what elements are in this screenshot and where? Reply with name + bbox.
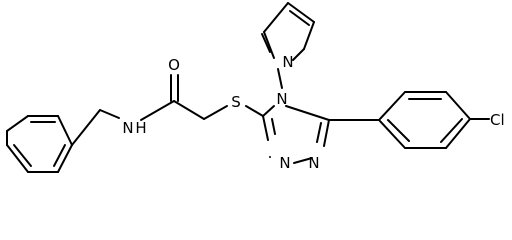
triazole-ring xyxy=(245,105,330,164)
benzylic-bond xyxy=(71,109,101,146)
phenyl-inner-bond xyxy=(440,118,463,143)
triazole-bond xyxy=(293,157,313,164)
methylene-bond xyxy=(173,100,205,120)
thioether-sulfur-label: S xyxy=(231,93,241,111)
benzene-inner-bond xyxy=(53,144,66,167)
chemical-structure: N H O S N N N N xyxy=(6,2,505,173)
methylene-sulfur-bond xyxy=(203,105,228,120)
phenyl-bond xyxy=(445,91,471,120)
phenyl-bond xyxy=(378,91,406,121)
pyrrole-bond xyxy=(287,2,315,23)
phenyl-inner-bond xyxy=(387,119,410,142)
pyrrole-group xyxy=(261,2,315,89)
chlorophenyl-group xyxy=(328,91,490,149)
pyrrole-bond xyxy=(263,2,289,33)
amide-bond xyxy=(140,100,175,121)
triazole-inner-bond xyxy=(316,122,322,143)
benzene-ring xyxy=(6,115,73,173)
phenyl-bond xyxy=(445,118,471,149)
triazole-n4-label: N xyxy=(276,90,287,108)
benzyl-group xyxy=(6,109,120,173)
benzene-inner-bond xyxy=(13,144,32,167)
triazole-pyrrole-bond xyxy=(277,68,283,89)
pyrrole-bond xyxy=(292,48,305,61)
benzene-bond xyxy=(57,144,73,173)
sulfur-triazole-bond xyxy=(245,105,264,117)
triazole-bond xyxy=(262,115,269,141)
carbonyl-oxygen-label: O xyxy=(168,56,180,74)
benzene-bond xyxy=(6,144,29,173)
pyrrole-inner-bond xyxy=(289,10,310,26)
acetamide-linker xyxy=(140,74,228,121)
pyrrole-bond xyxy=(263,31,275,59)
benzene-bond xyxy=(57,115,73,146)
chlorine-label: Cl xyxy=(490,111,505,129)
pyrrole-nitrogen-label: N xyxy=(282,53,293,71)
amide-hydrogen-label: H xyxy=(135,119,146,137)
phenyl-bond xyxy=(378,119,406,149)
triazole-n2-label: N xyxy=(308,154,319,172)
benzene-bond xyxy=(6,115,29,132)
pyrrole-bond xyxy=(303,21,315,50)
triazole-bond xyxy=(262,105,275,117)
pyrrole-inner-bond xyxy=(261,33,271,53)
benzylic-bond xyxy=(99,109,120,119)
triazole-bond xyxy=(285,105,330,121)
triazole-n1-label: N xyxy=(279,154,290,172)
amide-nitrogen-label: N xyxy=(122,119,133,137)
triazole-inner-bond xyxy=(271,118,276,135)
triazole-bond xyxy=(323,119,330,147)
